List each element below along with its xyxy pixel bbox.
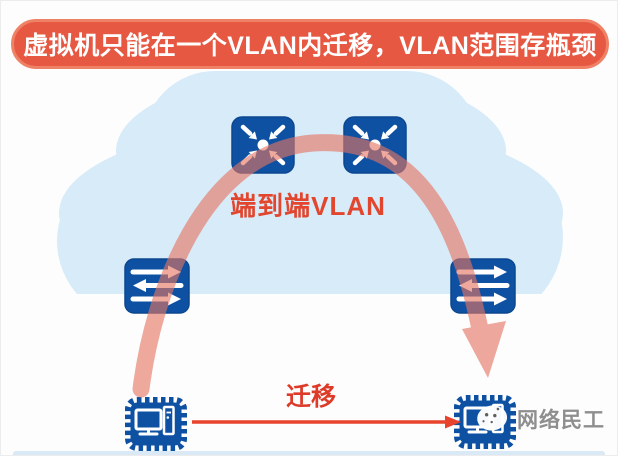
footer-strip [13,451,605,455]
vlan-span-label: 端到端VLAN [230,191,386,221]
title-banner-text: 虚拟机只能在一个VLAN内迁移，VLAN范围存瓶颈 [23,32,597,60]
migration-arrow [192,415,461,429]
watermark-text: 网络民工 [517,409,605,432]
migration-label: 迁移 [285,383,336,411]
vm-target-logo [477,405,508,431]
title-banner: 虚拟机只能在一个VLAN内迁移，VLAN范围存瓶颈 [11,19,609,69]
vm-source-icon [128,400,184,448]
vlan-arc-arrow [132,134,506,398]
